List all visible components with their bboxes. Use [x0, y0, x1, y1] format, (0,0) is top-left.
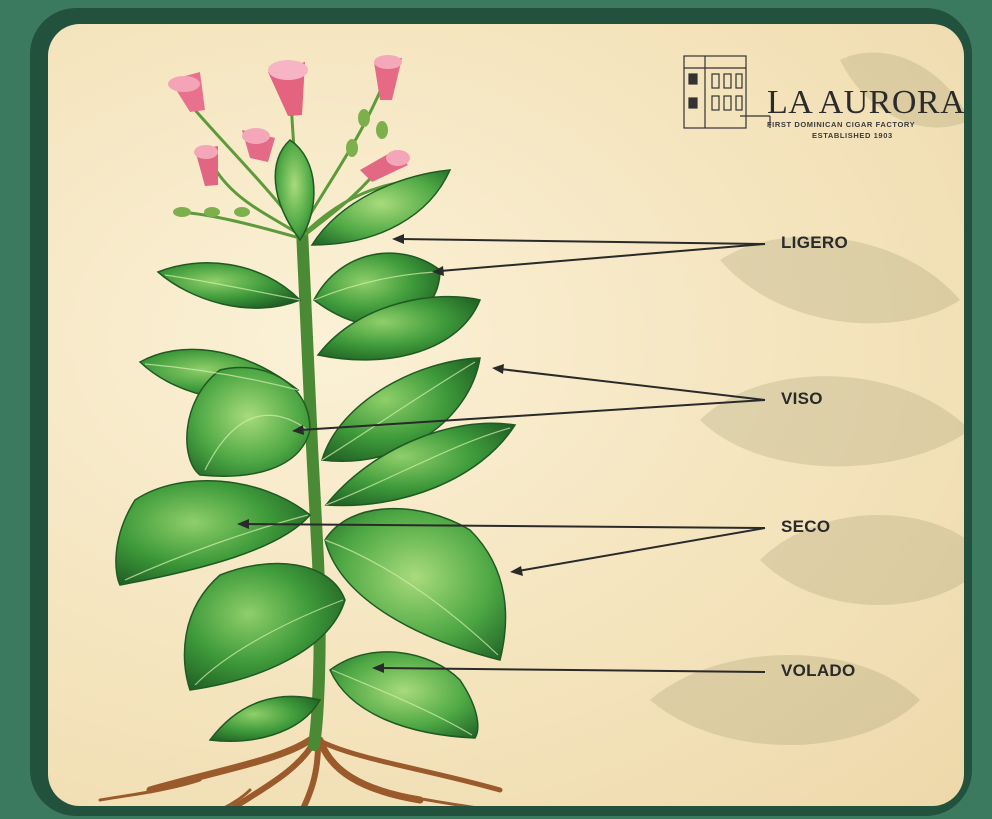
- label-viso: VISO: [781, 389, 823, 409]
- brand-established: ESTABLISHED 1903: [812, 131, 893, 140]
- flower: [168, 72, 205, 112]
- seco-pointer-line: [518, 528, 765, 571]
- roots: [100, 740, 500, 815]
- flower: [194, 145, 218, 186]
- flower: [268, 60, 308, 116]
- flower: [242, 128, 275, 162]
- seco-pointer-line: [245, 524, 765, 528]
- label-ligero: LIGERO: [781, 233, 848, 253]
- label-volado: VOLADO: [781, 661, 856, 681]
- label-seco: SECO: [781, 517, 830, 537]
- leaf: [312, 170, 450, 245]
- plant-stem: [302, 230, 320, 745]
- ligero-pointer-line: [440, 244, 765, 271]
- leaf: [158, 263, 300, 308]
- brand-name: LA AURORA: [767, 84, 965, 122]
- ligero-pointer-line: [400, 239, 765, 244]
- leaf: [187, 368, 310, 477]
- leaf: [210, 696, 320, 741]
- factory-building-icon: [684, 56, 770, 128]
- flower: [360, 150, 410, 182]
- viso-pointer-line: [500, 369, 765, 400]
- brand-tagline: FIRST DOMINICAN CIGAR FACTORY: [767, 120, 915, 129]
